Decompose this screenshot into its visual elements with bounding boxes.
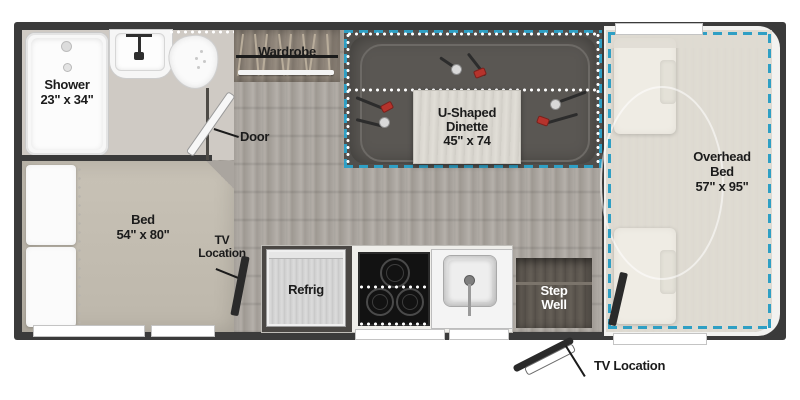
wardrobe-rod-bar: [236, 55, 338, 58]
toilet-detail: [203, 60, 206, 63]
faucet-spout-icon: [126, 34, 152, 37]
tv-location-bed-label-1: TV: [214, 233, 230, 247]
dinette-label-1: U-Shaped: [437, 105, 497, 120]
shower-pan: [26, 33, 108, 155]
faucet-icon: [138, 34, 141, 56]
dinette-dimensions: 45" x 74: [443, 133, 491, 148]
pillow: [26, 247, 76, 327]
bathroom-wall-bottom: [22, 155, 212, 161]
sink-drain-icon: [465, 276, 474, 285]
cab-dash-left: [608, 32, 611, 328]
cooktop-dots-bottom: [358, 322, 430, 326]
slideout-dash-left: [344, 30, 347, 168]
seatbelt-latch-icon: [551, 100, 560, 109]
kitchen-faucet-icon: [468, 284, 471, 316]
slideout-dash-bottom: [344, 165, 602, 168]
dinette-dots-top: [346, 32, 600, 36]
slideout-dash-top: [344, 30, 602, 33]
faucet-base-icon: [134, 52, 144, 60]
shower-head-icon: [62, 42, 71, 51]
tv-location-bed-label-2: Location: [198, 246, 246, 260]
window-cab-bottom: [614, 334, 706, 344]
toilet-detail: [197, 66, 200, 69]
shower-label: Shower: [44, 77, 90, 92]
tv-location-cab-label: TV Location: [594, 358, 666, 373]
wardrobe-label: Wardrobe: [258, 44, 316, 59]
cab-dash-bottom: [608, 326, 770, 329]
steering-arc: [600, 86, 724, 280]
window-cab-top: [616, 24, 702, 34]
burner-icon: [396, 288, 424, 316]
step-well-label-2: Well: [541, 297, 567, 312]
door-label: Door: [240, 129, 270, 144]
tv-cab-leader-line: [565, 345, 586, 377]
window-bottom-left: [34, 326, 144, 336]
refrigerator[interactable]: [267, 250, 345, 326]
dinette-table: [413, 90, 521, 164]
step-well: [516, 258, 592, 328]
window-bottom-galley: [356, 330, 444, 339]
shower-basin: [31, 38, 103, 150]
step-edge: [516, 282, 592, 285]
bed-label: Bed: [131, 212, 155, 227]
dinette-dots-left: [346, 32, 350, 164]
overhead-bed-label-1: Overhead: [693, 149, 751, 164]
pillow: [26, 165, 76, 245]
toilet-detail: [195, 57, 198, 60]
refrig-label: Refrig: [288, 282, 324, 297]
window-bottom-sink: [450, 330, 508, 339]
toilet-detail: [200, 50, 203, 53]
overhead-bed-label-2: Bed: [710, 164, 734, 179]
burner-icon: [380, 258, 410, 288]
shower-drain-icon: [64, 64, 71, 71]
bed-stitch-line: [78, 165, 81, 327]
cooktop-dots: [358, 285, 430, 289]
wardrobe-shelf: [238, 70, 334, 75]
bed-dimensions: 54" x 80": [116, 227, 170, 242]
dinette-dots-right: [596, 32, 600, 164]
seatbelt-latch-icon: [380, 118, 389, 127]
window-bottom-bed: [152, 326, 214, 336]
burner-icon: [366, 288, 394, 316]
refrigerator-handle: [269, 252, 343, 258]
cab-dash-right: [768, 32, 771, 328]
dinette-label-2: Dinette: [446, 119, 488, 134]
bed-corner-cut: [206, 161, 234, 189]
bath-wall-dots: [168, 30, 240, 34]
overhead-bed-dimensions: 57" x 95": [695, 179, 749, 194]
seatbelt-latch-icon: [452, 65, 461, 74]
shower-dimensions: 23" x 34": [40, 92, 94, 107]
step-well-label-1: Step: [540, 283, 568, 298]
slideout-dash-right: [599, 30, 602, 168]
